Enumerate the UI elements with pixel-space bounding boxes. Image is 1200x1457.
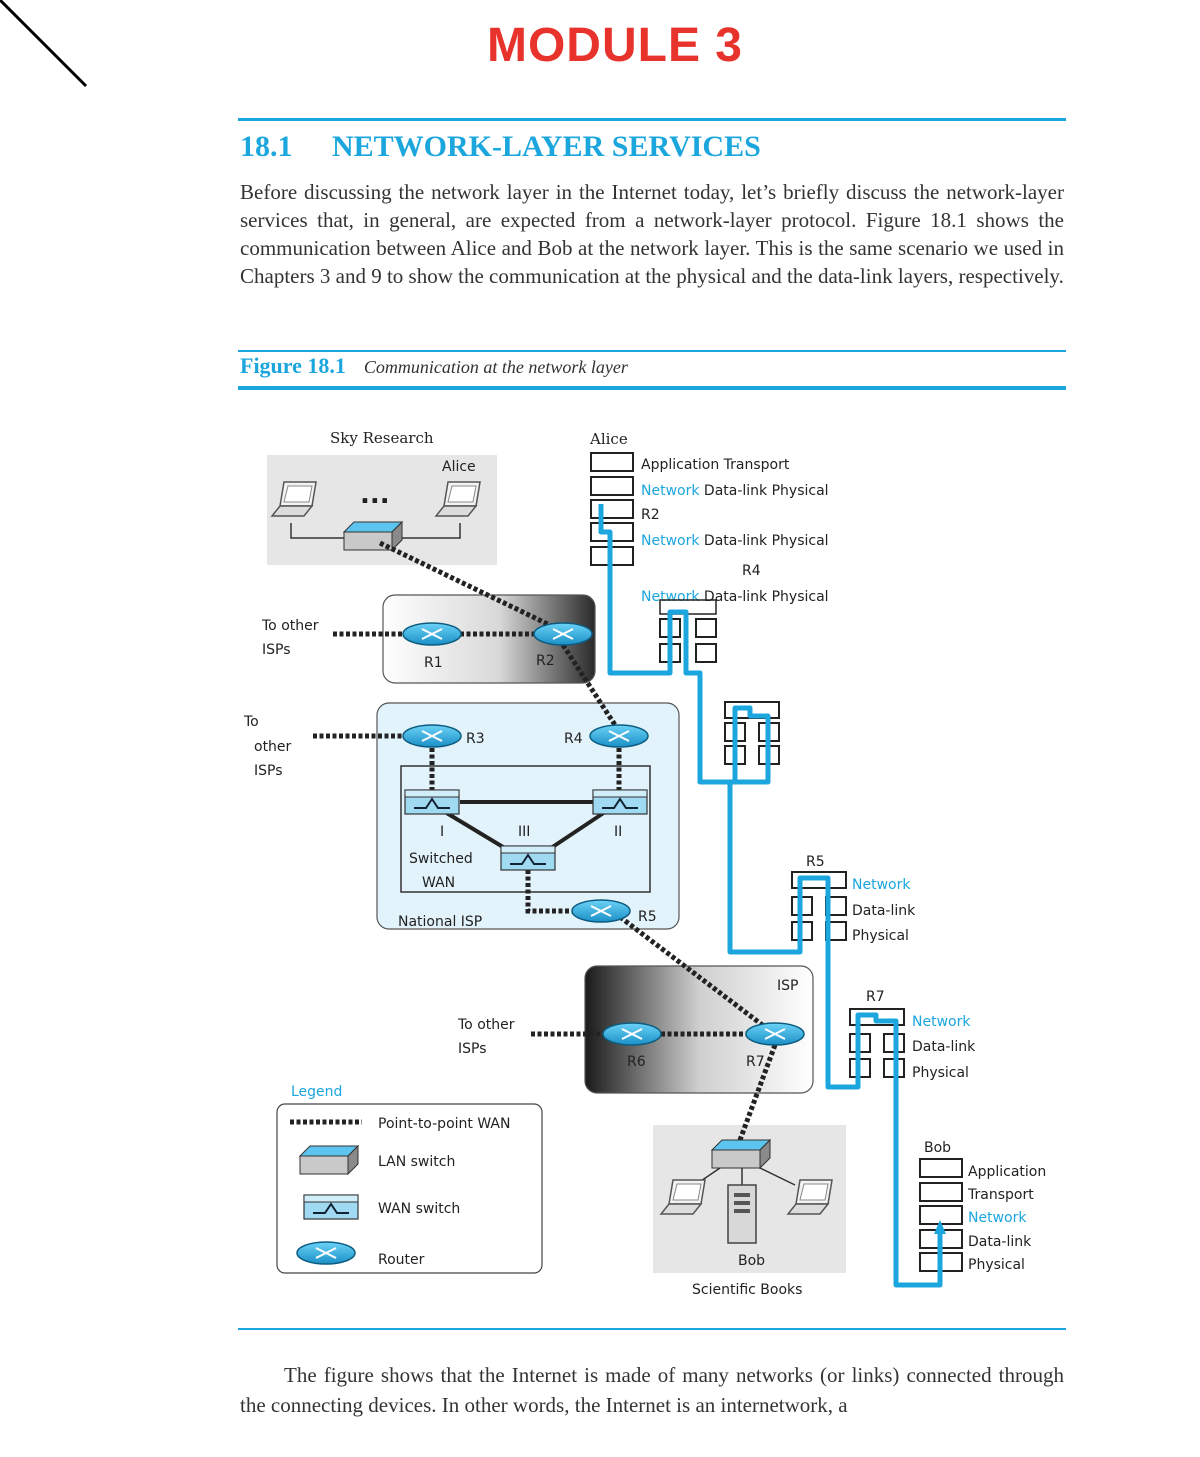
to-other-isps-3a: To other — [457, 1017, 515, 1033]
to-other-isps-2b: other — [254, 739, 292, 755]
to-other-isps-2a: To — [243, 714, 259, 730]
bob-layer-application: Application — [968, 1164, 1046, 1180]
lan-switch-icon — [343, 521, 403, 551]
legend-item-p2p: Point-to-point WAN — [378, 1116, 510, 1132]
switched-wan-label-2: WAN — [422, 875, 455, 891]
bob-site-user: Bob — [738, 1253, 765, 1269]
lan-switch-icon — [299, 1145, 359, 1175]
wan-switch-icon — [303, 1194, 359, 1220]
network-figure: Sky Research Alice ... — [243, 429, 1046, 1298]
router-icon — [571, 899, 631, 923]
switch-label-iii: III — [518, 824, 530, 840]
arrowhead-icon — [934, 1220, 946, 1234]
r7-physical: Physical — [912, 1065, 969, 1081]
r7-datalink: Data-link — [912, 1039, 976, 1055]
router-icon — [602, 1022, 662, 1046]
alice-line-4: Network Data-link Physical — [641, 589, 829, 605]
router-label-r6: R6 — [627, 1054, 646, 1070]
router-icon — [402, 724, 462, 748]
r7-network: Network — [912, 1014, 971, 1030]
legend-item-lan-switch: LAN switch — [378, 1154, 455, 1170]
bob-layer-transport: Transport — [967, 1187, 1034, 1203]
alice-stack-title: Alice — [589, 430, 628, 448]
top-rule — [238, 118, 1066, 121]
figure-caption-text: Communication at the network layer — [363, 357, 628, 377]
r5-datalink: Data-link — [852, 903, 916, 919]
switched-wan-links — [443, 800, 607, 852]
point-to-point-links — [313, 540, 778, 1141]
outro-paragraph: The figure shows that the Internet is ma… — [240, 1360, 1064, 1420]
bob-layer-physical: Physical — [968, 1257, 1025, 1273]
r5-stack-title: R5 — [806, 854, 825, 870]
section-heading: 18.1 NETWORK-LAYER SERVICES — [240, 130, 761, 164]
router-label-r2: R2 — [536, 653, 555, 669]
alice-line-3: Network Data-link Physical — [641, 533, 829, 549]
router-icon — [296, 1241, 356, 1265]
sky-research-title: Sky Research — [330, 429, 434, 447]
wan-switch-icon — [500, 845, 556, 871]
legend-item-wan-switch: WAN switch — [378, 1201, 460, 1217]
server-icon — [727, 1184, 757, 1244]
figure-caption: Figure 18.1 Communication at the network … — [240, 353, 628, 379]
router-icon — [533, 622, 593, 646]
bob-layer-datalink: Data-link — [968, 1234, 1032, 1250]
wan-switch-icon — [404, 789, 460, 815]
lan-switch-icon — [711, 1139, 771, 1169]
switched-wan-label-1: Switched — [409, 851, 473, 867]
wan-switch-icon — [592, 789, 648, 815]
bob-site-title: Scientific Books — [692, 1282, 802, 1298]
router-label-r3: R3 — [466, 731, 485, 747]
section-number: 18.1 — [240, 130, 293, 163]
alice-line-r2: R2 — [641, 507, 660, 523]
bob-stack-title: Bob — [924, 1140, 951, 1156]
module-title: MODULE 3 — [486, 19, 743, 72]
isp-label: ISP — [777, 978, 798, 994]
router-label-r4: R4 — [564, 731, 583, 747]
figure-rule-bottom — [238, 386, 1066, 390]
to-other-isps-3b: ISPs — [458, 1041, 487, 1057]
router-icon — [589, 724, 649, 748]
router-icon — [745, 1022, 805, 1046]
national-isp-label: National ISP — [398, 914, 482, 930]
to-other-isps-1a: To other — [261, 618, 319, 634]
router-icon — [402, 622, 462, 646]
switch-label-i: I — [440, 824, 444, 840]
figure-rule-end — [238, 1328, 1066, 1330]
section-title: NETWORK-LAYER SERVICES — [332, 130, 761, 163]
to-other-isps-1b: ISPs — [262, 642, 291, 658]
corner-diagonal-line — [0, 0, 88, 88]
alice-line-2: Network Data-link Physical — [641, 483, 829, 499]
network-layer-path — [598, 504, 943, 1288]
r7-stack-title: R7 — [866, 989, 885, 1005]
alice-line-1: Application Transport — [641, 457, 790, 473]
bob-layer-network: Network — [968, 1210, 1027, 1226]
router-label-r7: R7 — [746, 1054, 765, 1070]
figure-label: Figure 18.1 — [240, 353, 346, 378]
to-other-isps-2c: ISPs — [254, 763, 283, 779]
sky-research-user: Alice — [442, 459, 476, 475]
router-label-r5: R5 — [638, 909, 657, 925]
legend-item-router: Router — [378, 1252, 425, 1268]
r5-network: Network — [852, 877, 911, 893]
sky-research-dots: ... — [360, 480, 390, 510]
figure-rule-top — [238, 350, 1066, 352]
intro-paragraph: Before discussing the network layer in t… — [240, 180, 1064, 288]
legend-title: Legend — [291, 1084, 342, 1100]
switch-label-ii: II — [614, 824, 622, 840]
router-label-r1: R1 — [424, 655, 443, 671]
r5-physical: Physical — [852, 928, 909, 944]
outro-text: The figure shows that the Internet is ma… — [240, 1363, 1064, 1417]
isp-box — [584, 965, 814, 1094]
r5-stack-boxes — [791, 871, 847, 941]
alice-line-r4: R4 — [742, 563, 761, 579]
national-isp-box — [376, 702, 680, 930]
